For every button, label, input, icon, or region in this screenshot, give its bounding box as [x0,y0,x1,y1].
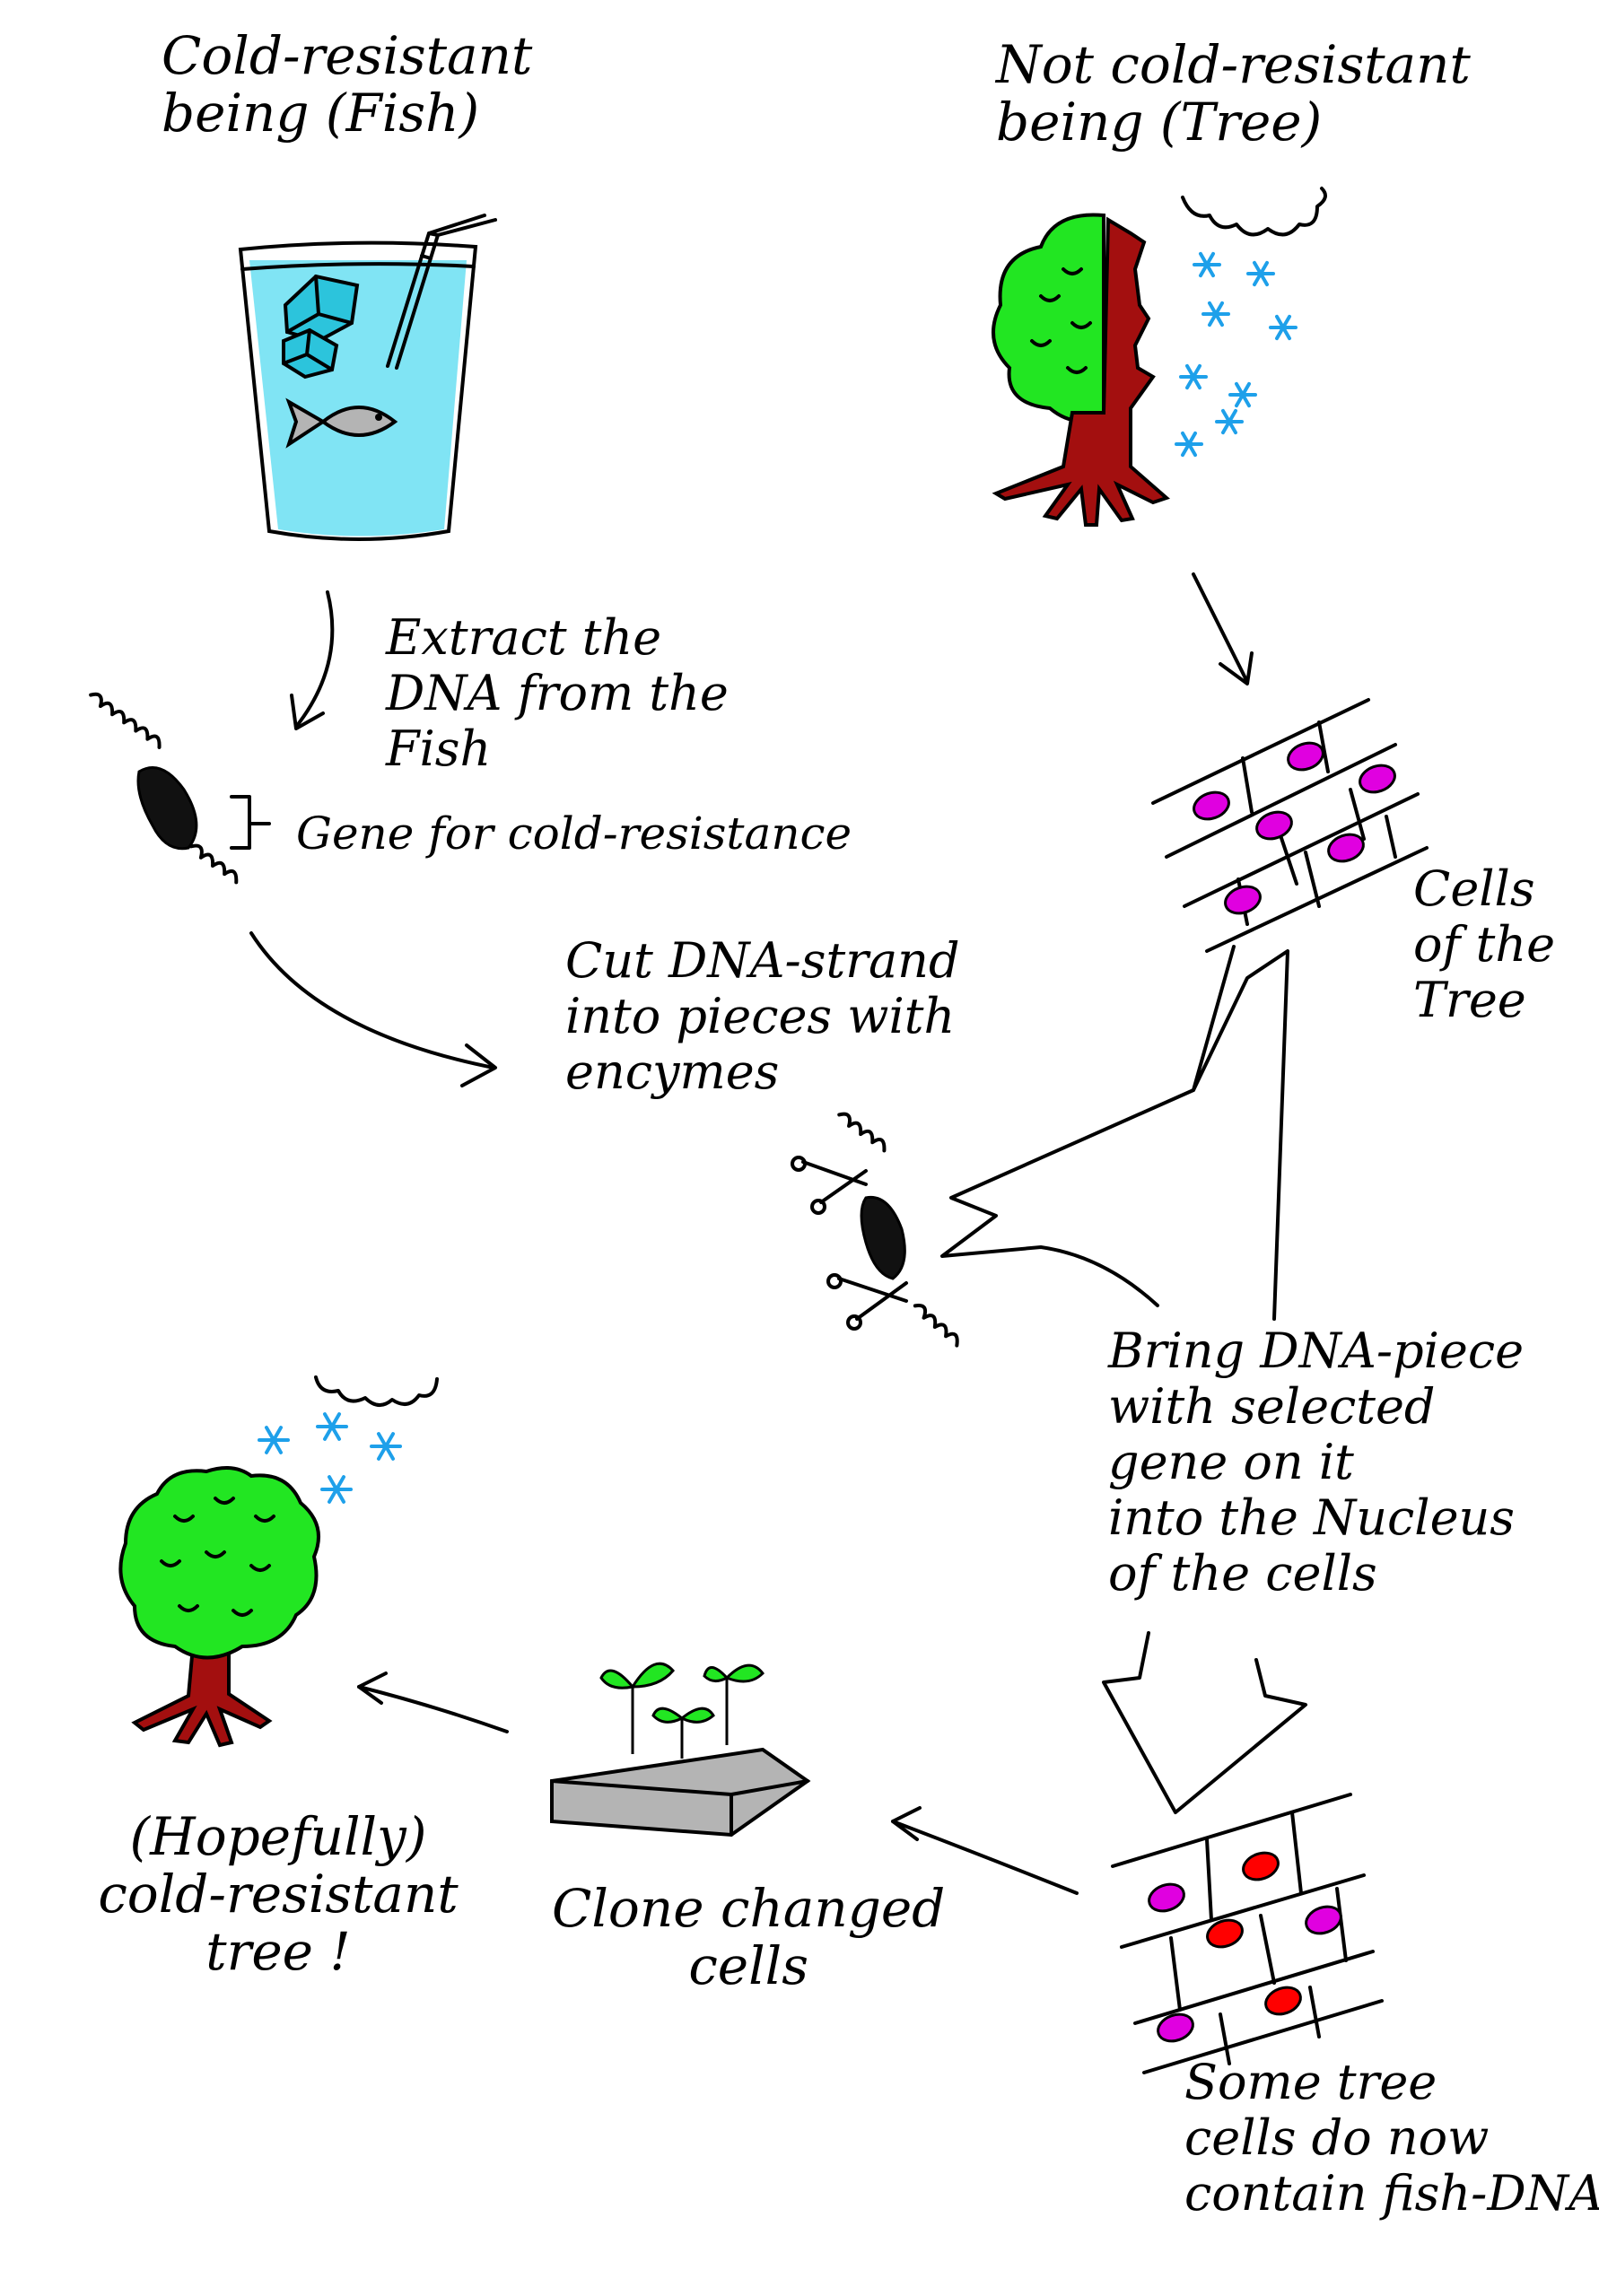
cell-nucleus [1255,810,1293,841]
cells-line-3: Tree [1413,972,1526,1028]
cell-nucleus [1359,764,1396,794]
snowflake-icon [1201,301,1230,327]
scissors-icon [791,1156,908,1331]
gene-bracket [230,795,271,850]
bring-line-4: into the Nucleus [1108,1489,1516,1546]
cell-nucleus [1264,1986,1302,2016]
tree-icon [118,1466,320,1748]
tree-icon [992,213,1170,527]
cut-line-2: into pieces with [565,988,956,1044]
result-line-3: tree ! [205,1921,351,1982]
extract-line-2: DNA from the [386,665,729,721]
cells-line-1: Cells [1413,860,1535,917]
arrow-icon [891,1806,1079,1895]
snowflake-icon [1175,431,1203,458]
extract-line-1: Extract the [386,609,662,666]
fish-title: Cold-resistant being (Fish) [162,27,532,142]
some-line-3: contain fish-DNA [1184,2165,1599,2222]
result-label: (Hopefully) cold-resistant tree ! [54,1808,502,1980]
arrow-icon [249,931,497,1087]
straw-icon [386,214,497,370]
ice-cube-icon [282,274,360,380]
cells-of-tree-label: Cells of the Tree [1413,861,1555,1028]
cell-nucleus [1242,1851,1280,1881]
cell-nucleus [1305,1905,1342,1935]
cell-nucleus [1193,790,1230,821]
seedling-tray-icon [550,1662,811,1838]
some-cells-label: Some tree cells do now contain fish-DNA [1184,2055,1599,2222]
cell-nucleus [1206,1918,1244,1949]
some-line-2: cells do now [1184,2109,1490,2166]
snowflake-icon [1228,381,1257,408]
snowflake-icon [1246,260,1275,287]
snowflake-icon [316,1412,348,1441]
extract-dna-label: Extract the DNA from the Fish [386,610,729,777]
cell-nucleus [1224,885,1262,915]
snowflake-icon [1175,251,1298,458]
fish-icon [285,397,398,449]
dna-strand-icon [837,1112,959,1348]
cell-nucleus [1157,2012,1194,2043]
plant-cells-icon [1151,698,1429,953]
snowflake-icon [1269,314,1298,341]
cloud-icon [314,1375,439,1407]
tree-title: Not cold-resistant being (Tree) [996,36,1471,151]
clone-cells-label: Clone changed cells [552,1880,945,1995]
arrow-icon [1102,1631,1307,1814]
result-line-1: (Hopefully) [129,1806,427,1867]
snowflake-icon [1215,408,1244,435]
cut-line-1: Cut DNA-strand [565,932,960,989]
result-line-2: cold-resistant [98,1864,459,1925]
fish-title-line-1: Cold-resistant [162,25,533,86]
cut-dna-label: Cut DNA-strand into pieces with encymes [565,933,960,1100]
cell-nucleus [1148,1882,1185,1913]
bring-dna-label: Bring DNA-piece with selected gene on it… [1108,1323,1524,1602]
tree-title-line-1: Not cold-resistant [996,34,1471,95]
arrow-icon [290,590,335,730]
arrow-icon [940,945,1289,1321]
snowflake-icon [1179,363,1208,390]
cells-line-2: of the [1413,916,1556,973]
clone-line-1: Clone changed [552,1878,946,1939]
plant-cells-icon [1111,1793,1384,2074]
arrow-icon [357,1672,509,1733]
bring-line-1: Bring DNA-piece [1108,1323,1525,1379]
snowflake-icon [258,1426,290,1454]
tree-title-line-2: being (Tree) [996,92,1323,153]
cell-nucleus [1287,741,1324,772]
gene-label: Gene for cold-resistance [296,808,852,860]
dna-strand-icon [89,692,239,885]
fish-title-line-2: being (Fish) [162,83,480,144]
snowflake-icon [320,1475,353,1504]
cut-line-3: encymes [565,1043,780,1100]
cloud-icon [1181,187,1327,237]
extract-line-3: Fish [386,720,492,777]
snowflake-icon [258,1412,402,1504]
cell-nucleus [1327,833,1365,863]
clone-line-2: cells [688,1935,808,1996]
bring-line-5: of the cells [1108,1545,1377,1602]
some-line-1: Some tree [1184,2054,1437,2110]
bring-line-2: with selected [1108,1378,1436,1435]
snowflake-icon [370,1432,402,1461]
arrow-icon [1192,572,1254,685]
snowflake-icon [1193,251,1221,278]
bring-line-3: gene on it [1108,1434,1354,1490]
